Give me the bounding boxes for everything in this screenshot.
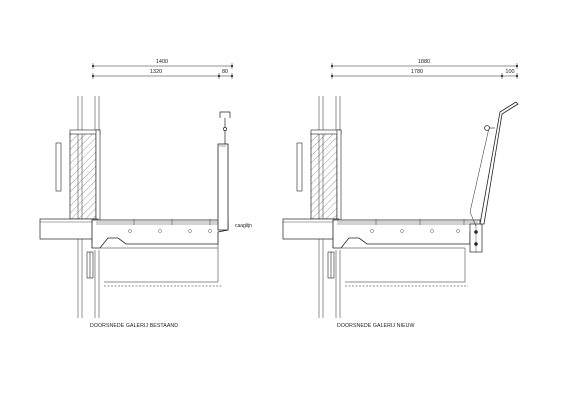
right-wall-hatch: [310, 132, 338, 220]
right-dim-small: 100: [505, 69, 514, 75]
left-caption: DOORSNEDE GALERIJ BESTAAND: [90, 323, 178, 329]
left-parapet: [217, 143, 229, 231]
left-window-frame: [86, 251, 94, 279]
right-caption: DOORSNEDE GALERIJ NIEUW: [337, 323, 415, 329]
right-window-frame: [327, 251, 335, 279]
right-edge-profile: [469, 223, 483, 253]
right-section: 1880 1780 100: [282, 59, 519, 329]
right-dim-total: 1880: [418, 59, 430, 65]
left-wall-hatch: [69, 132, 97, 220]
right-radiator: [296, 142, 303, 192]
right-ceiling: [341, 247, 468, 287]
left-dim-main: 1320: [150, 69, 162, 75]
right-dim-main: 1780: [411, 69, 423, 75]
left-dim-small: 80: [222, 69, 228, 75]
left-dim-total: 1400: [156, 59, 168, 65]
left-dimensions: [91, 63, 234, 79]
right-balustrade: [469, 101, 519, 227]
left-ceiling: [100, 244, 222, 287]
left-annotation: caaglijn: [235, 223, 252, 229]
left-radiator: [55, 142, 62, 192]
left-section: 1400 1320 80: [39, 59, 252, 329]
right-dimensions: [330, 63, 519, 79]
left-railing-top: [219, 111, 231, 144]
